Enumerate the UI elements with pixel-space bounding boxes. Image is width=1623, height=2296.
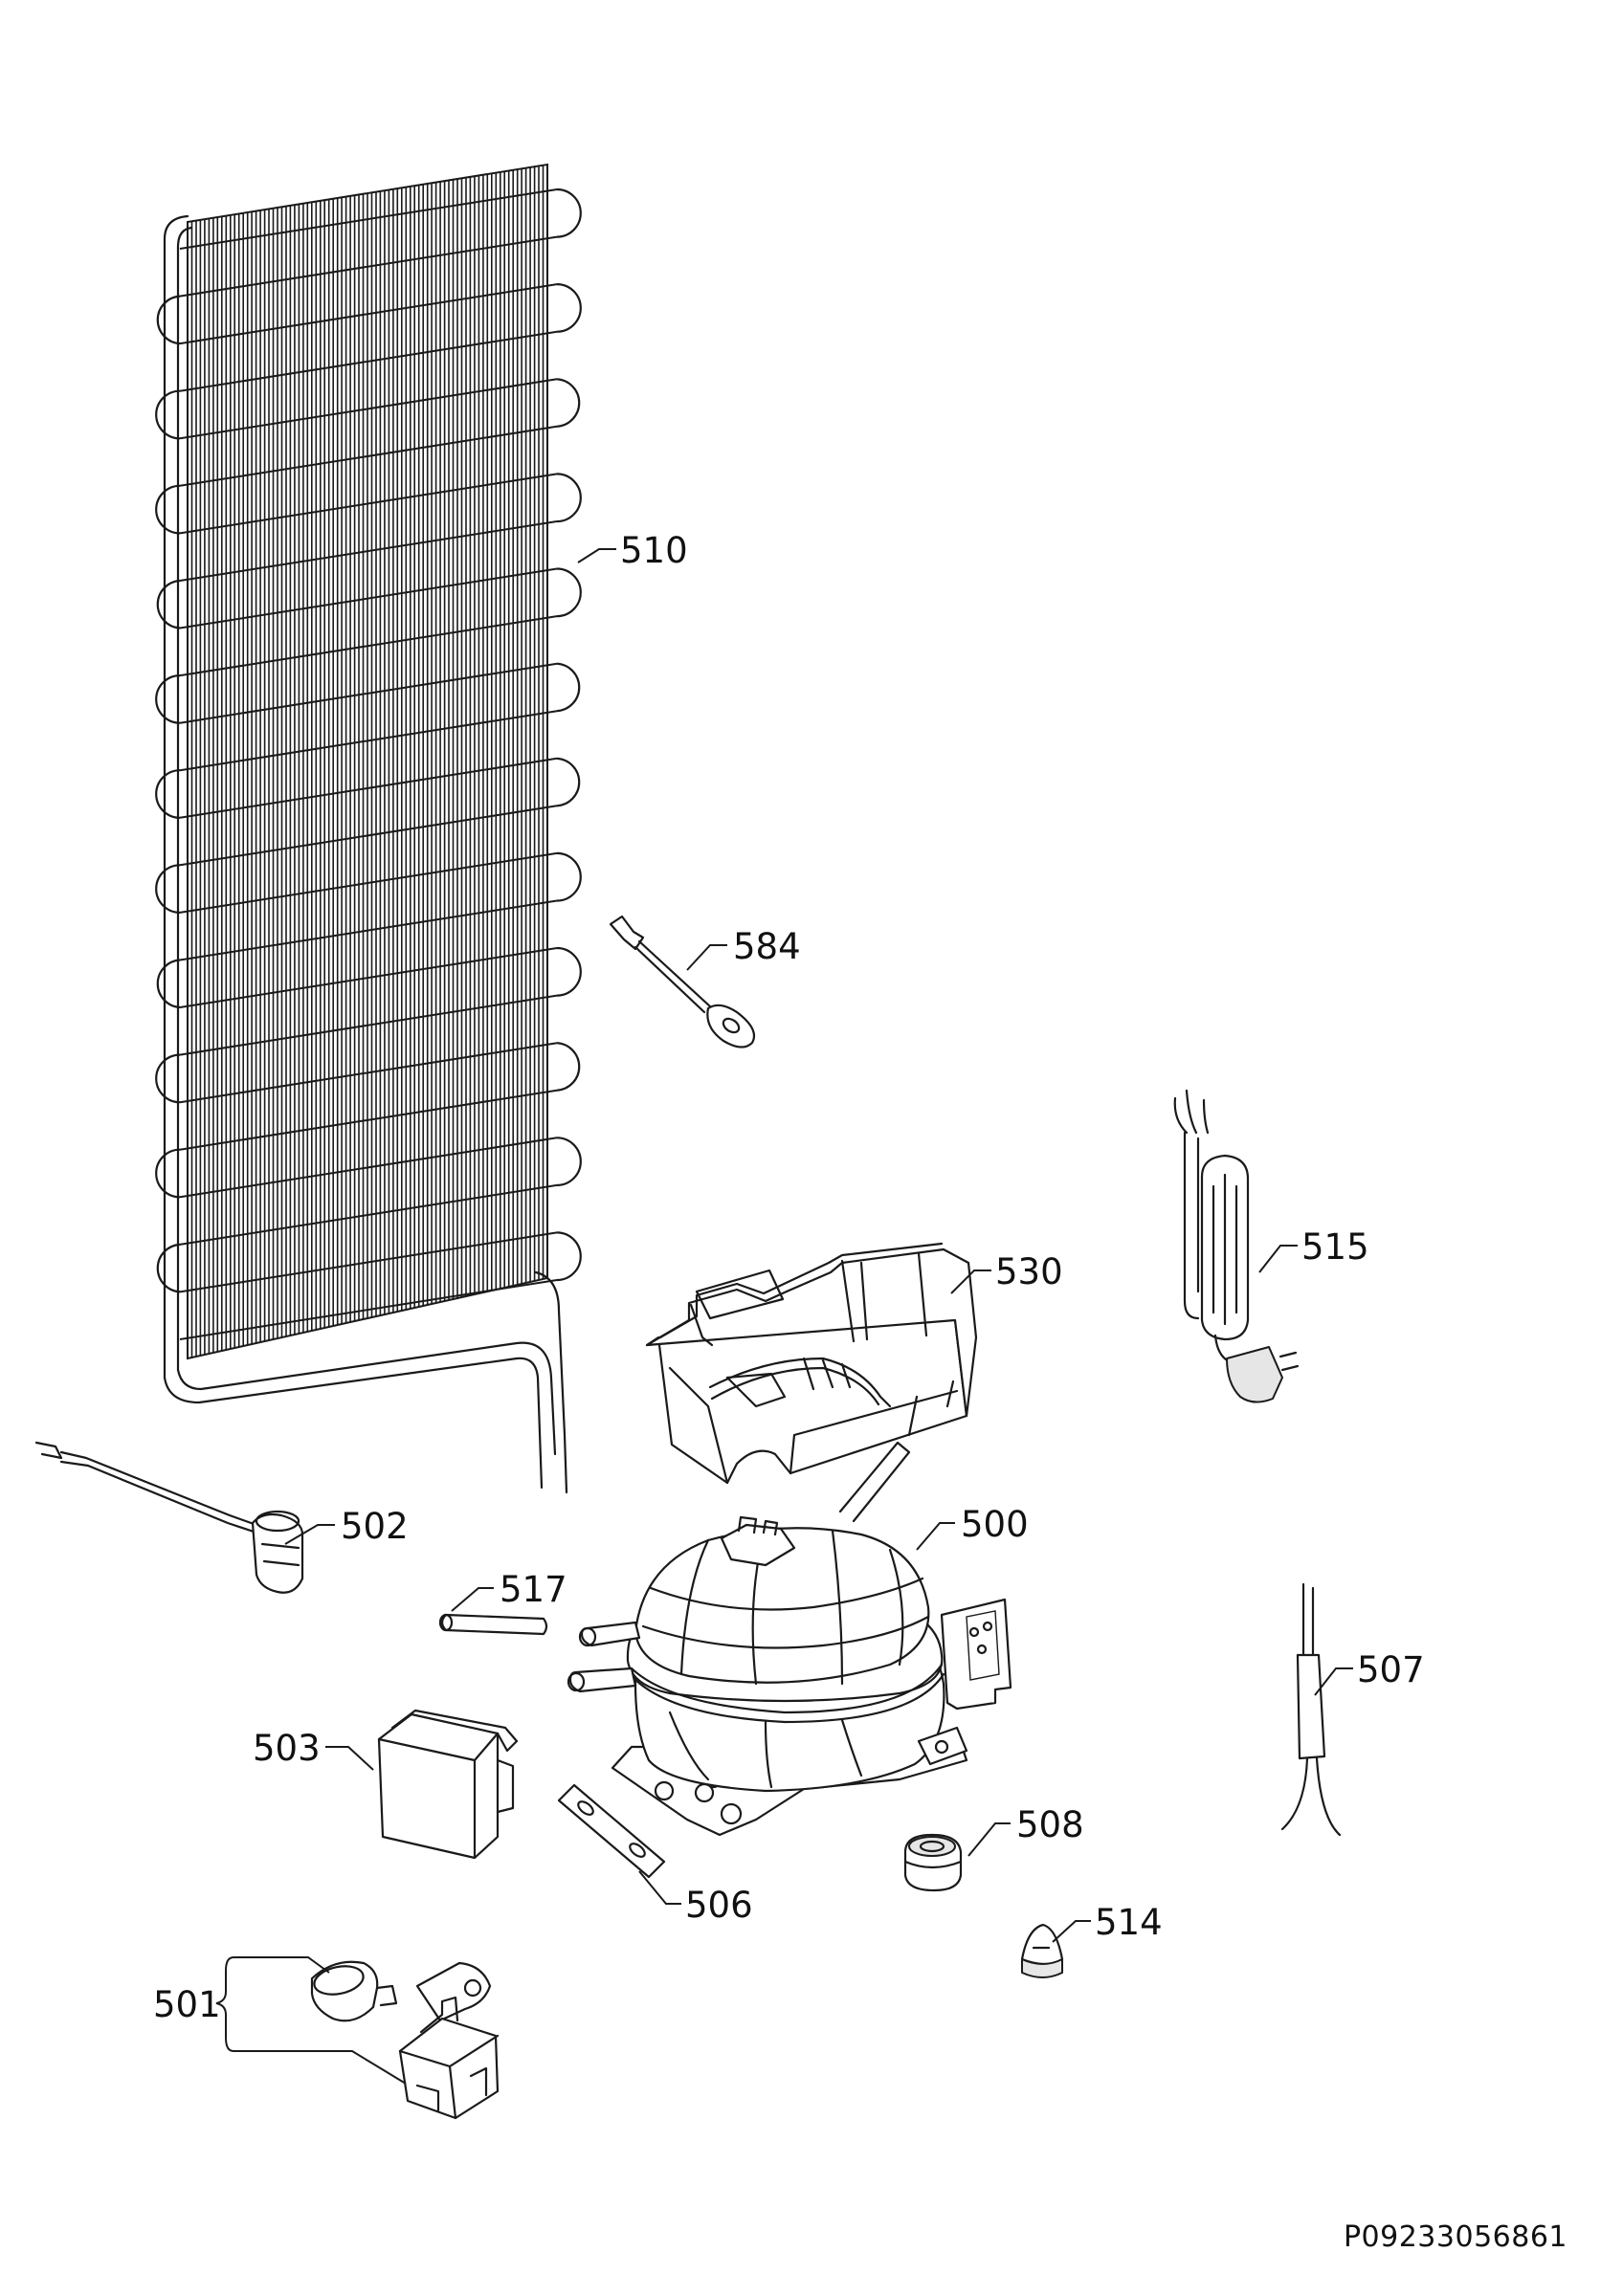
label-510: 510	[620, 530, 688, 571]
label-530: 530	[995, 1251, 1063, 1292]
label-500: 500	[961, 1504, 1029, 1545]
label-514: 514	[1095, 1902, 1163, 1943]
document-id: P09233056861	[1343, 2220, 1567, 2254]
label-517: 517	[500, 1569, 567, 1610]
part-labels: 510 584 515 530 500 502 517 503 506 508 …	[153, 530, 1425, 2025]
leader-lines	[215, 548, 1353, 2085]
label-506: 506	[685, 1885, 753, 1926]
condenser-coils	[155, 188, 582, 1340]
sensor-clip-584	[609, 915, 756, 1049]
clip-514	[1020, 1923, 1064, 1978]
tube-517	[438, 1613, 548, 1636]
harness-515	[1173, 1089, 1300, 1403]
condenser-510	[155, 163, 582, 1494]
compressor-500	[567, 1441, 1012, 1837]
connection-cable-502	[34, 1441, 304, 1594]
label-515: 515	[1301, 1226, 1369, 1268]
filter-drier-507	[1280, 1582, 1342, 1837]
condenser-fins	[187, 163, 548, 1360]
starter-relay-501	[310, 1960, 500, 2120]
label-508: 508	[1016, 1804, 1084, 1845]
label-501: 501	[153, 1984, 221, 2025]
cover-503	[377, 1709, 519, 1860]
grommet-508	[903, 1833, 963, 1892]
drip-tray-530	[645, 1242, 978, 1485]
label-502: 502	[341, 1506, 409, 1547]
plate-506	[557, 1783, 666, 1879]
label-507: 507	[1357, 1649, 1425, 1690]
label-503: 503	[253, 1728, 321, 1769]
label-584: 584	[733, 926, 801, 967]
